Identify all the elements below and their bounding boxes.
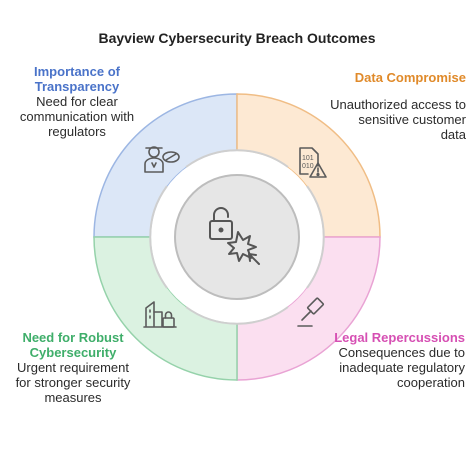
legal-repercussions-heading: Legal Repercussions <box>334 330 465 345</box>
buildings-lock-icon <box>143 301 177 328</box>
diagram-title: Bayview Cybersecurity Breach Outcomes <box>98 30 376 46</box>
gavel-icon <box>297 297 325 327</box>
svg-text:010: 010 <box>302 163 314 170</box>
robust-cybersecurity-body: Urgent requirement for stronger security… <box>15 360 131 405</box>
robust-cybersecurity-label: Need for Robust Cybersecurity Urgent req… <box>8 330 138 405</box>
binary-file-warning-icon: 101 010 <box>299 147 327 178</box>
transparency-label: Importance of Transparency Need for clea… <box>14 64 140 139</box>
inner-ring-arc-top <box>185 149 289 168</box>
svg-text:101: 101 <box>302 155 314 162</box>
transparency-heading: Importance of Transparency <box>34 64 120 94</box>
transparency-body: Need for clear communication with regula… <box>19 94 135 139</box>
data-compromise-label: Data Compromise Unauthorized access to s… <box>330 70 466 142</box>
lock-breach-icon <box>209 207 260 265</box>
data-compromise-body: Unauthorized access to sensitive custome… <box>330 97 466 142</box>
legal-repercussions-body: Consequences due to inadequate regulator… <box>338 345 465 390</box>
official-with-document-icon <box>144 146 180 173</box>
inner-ring-arc-bottom <box>185 306 289 325</box>
robust-cybersecurity-heading: Need for Robust Cybersecurity <box>22 330 124 360</box>
legal-repercussions-label: Legal Repercussions Consequences due to … <box>325 330 465 390</box>
data-compromise-heading: Data Compromise <box>354 70 466 85</box>
inner-ring-arc-right <box>306 185 325 289</box>
inner-ring-arc-left <box>149 185 168 289</box>
